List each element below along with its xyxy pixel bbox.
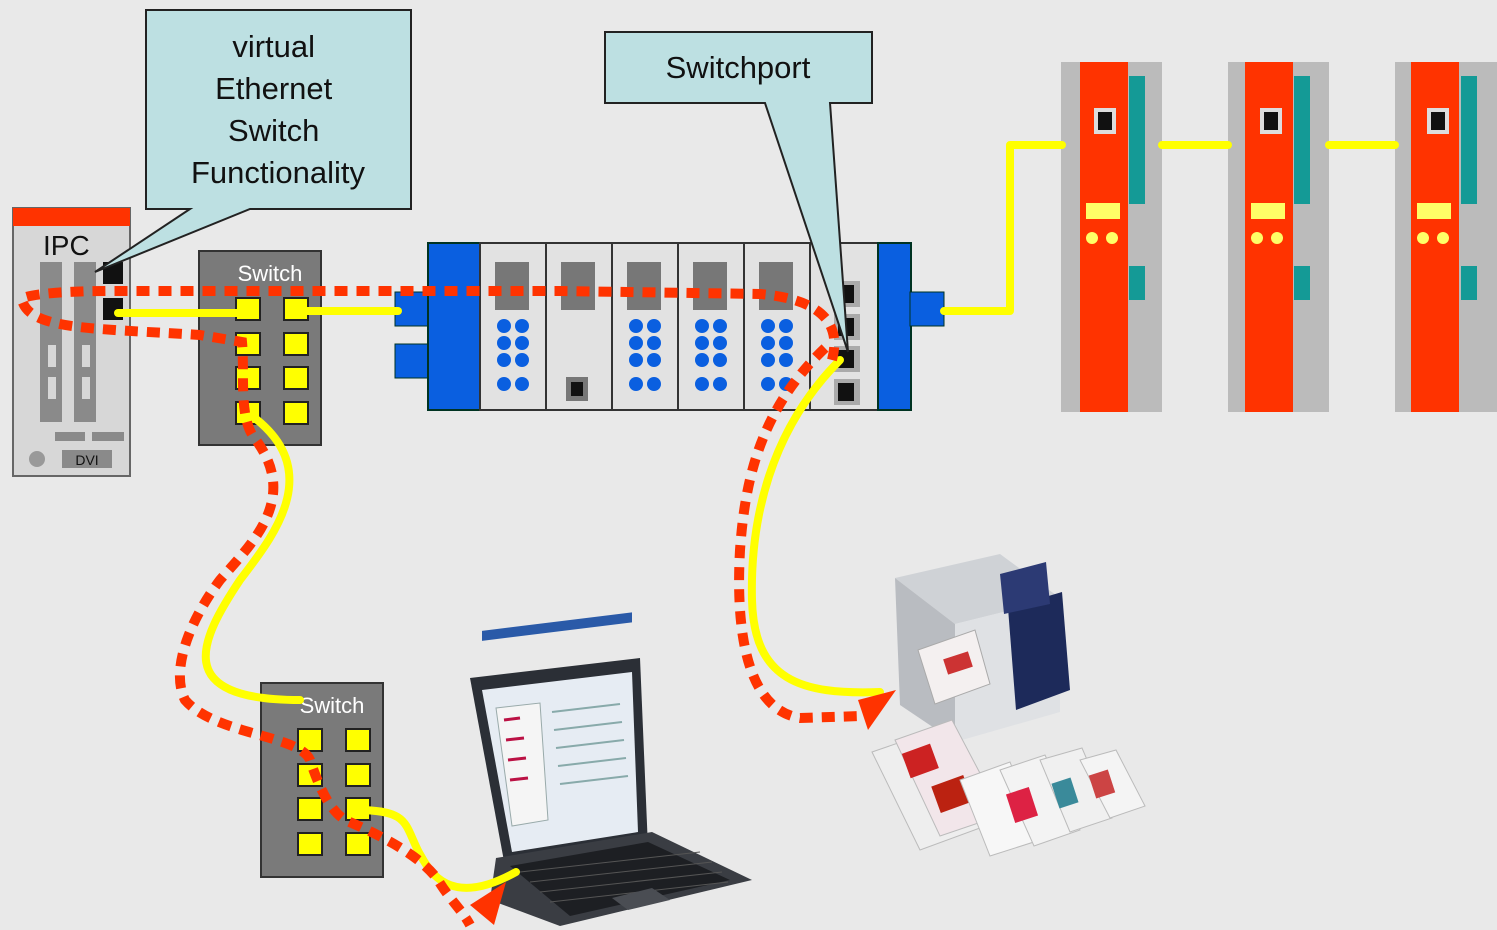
callout-vswitch-line-3: Switch — [228, 113, 319, 148]
laptop-icon — [470, 612, 752, 926]
ipc-slot-right — [74, 262, 96, 422]
ipc-device: IPC DVI — [12, 207, 131, 477]
switch-2-label: Switch — [300, 693, 365, 718]
ipc-label: IPC — [43, 230, 90, 261]
callout-vswitch-line-2: Ethernet — [215, 71, 333, 106]
switch-1: Switch — [198, 250, 322, 446]
switchport-ports — [834, 281, 860, 405]
cable-rack-drive1 — [940, 141, 1066, 315]
switch-2: Switch — [260, 682, 384, 878]
printed-labels-icon — [871, 719, 1146, 857]
label-printer-icon — [895, 554, 1070, 742]
data-path-ipc-laptop — [16, 286, 840, 928]
callout-vswitch: virtual Ethernet Switch Functionality — [94, 9, 412, 273]
switch-1-label: Switch — [238, 261, 303, 286]
drive-2 — [1228, 62, 1329, 412]
data-path-printer — [734, 344, 863, 724]
io-led-dots — [497, 319, 793, 391]
callout-vswitch-line-4: Functionality — [191, 155, 366, 190]
rack-module-ethernet-port — [566, 377, 588, 401]
callout-switchport-text: Switchport — [666, 50, 811, 85]
ipc-top-strip — [13, 208, 130, 226]
svg-text:virtual Ethernet S: virtual Ethernet Switch Functionality — [191, 29, 366, 190]
callout-switchport: Switchport — [604, 31, 873, 353]
ipc-dvi-label: DVI — [75, 452, 98, 468]
drive-3 — [1395, 62, 1497, 412]
data-path-arrow-printer — [858, 690, 896, 730]
ipc-power-icon — [29, 451, 45, 467]
coupler-left-end — [427, 242, 482, 411]
cable-switch1-switch2 — [201, 409, 304, 704]
callout-vswitch-line-1: virtual — [232, 29, 315, 64]
data-path-arrow-laptop — [470, 882, 506, 925]
coupler-right-end — [877, 242, 912, 411]
ipc-dvi-port — [62, 450, 112, 468]
data-path-lines — [16, 286, 863, 928]
io-module-rack — [394, 242, 945, 411]
drive-1 — [1061, 62, 1162, 412]
ethernet-cables — [114, 141, 1399, 892]
cable-rack-printer — [747, 356, 884, 697]
ipc-slot-left — [40, 262, 62, 422]
